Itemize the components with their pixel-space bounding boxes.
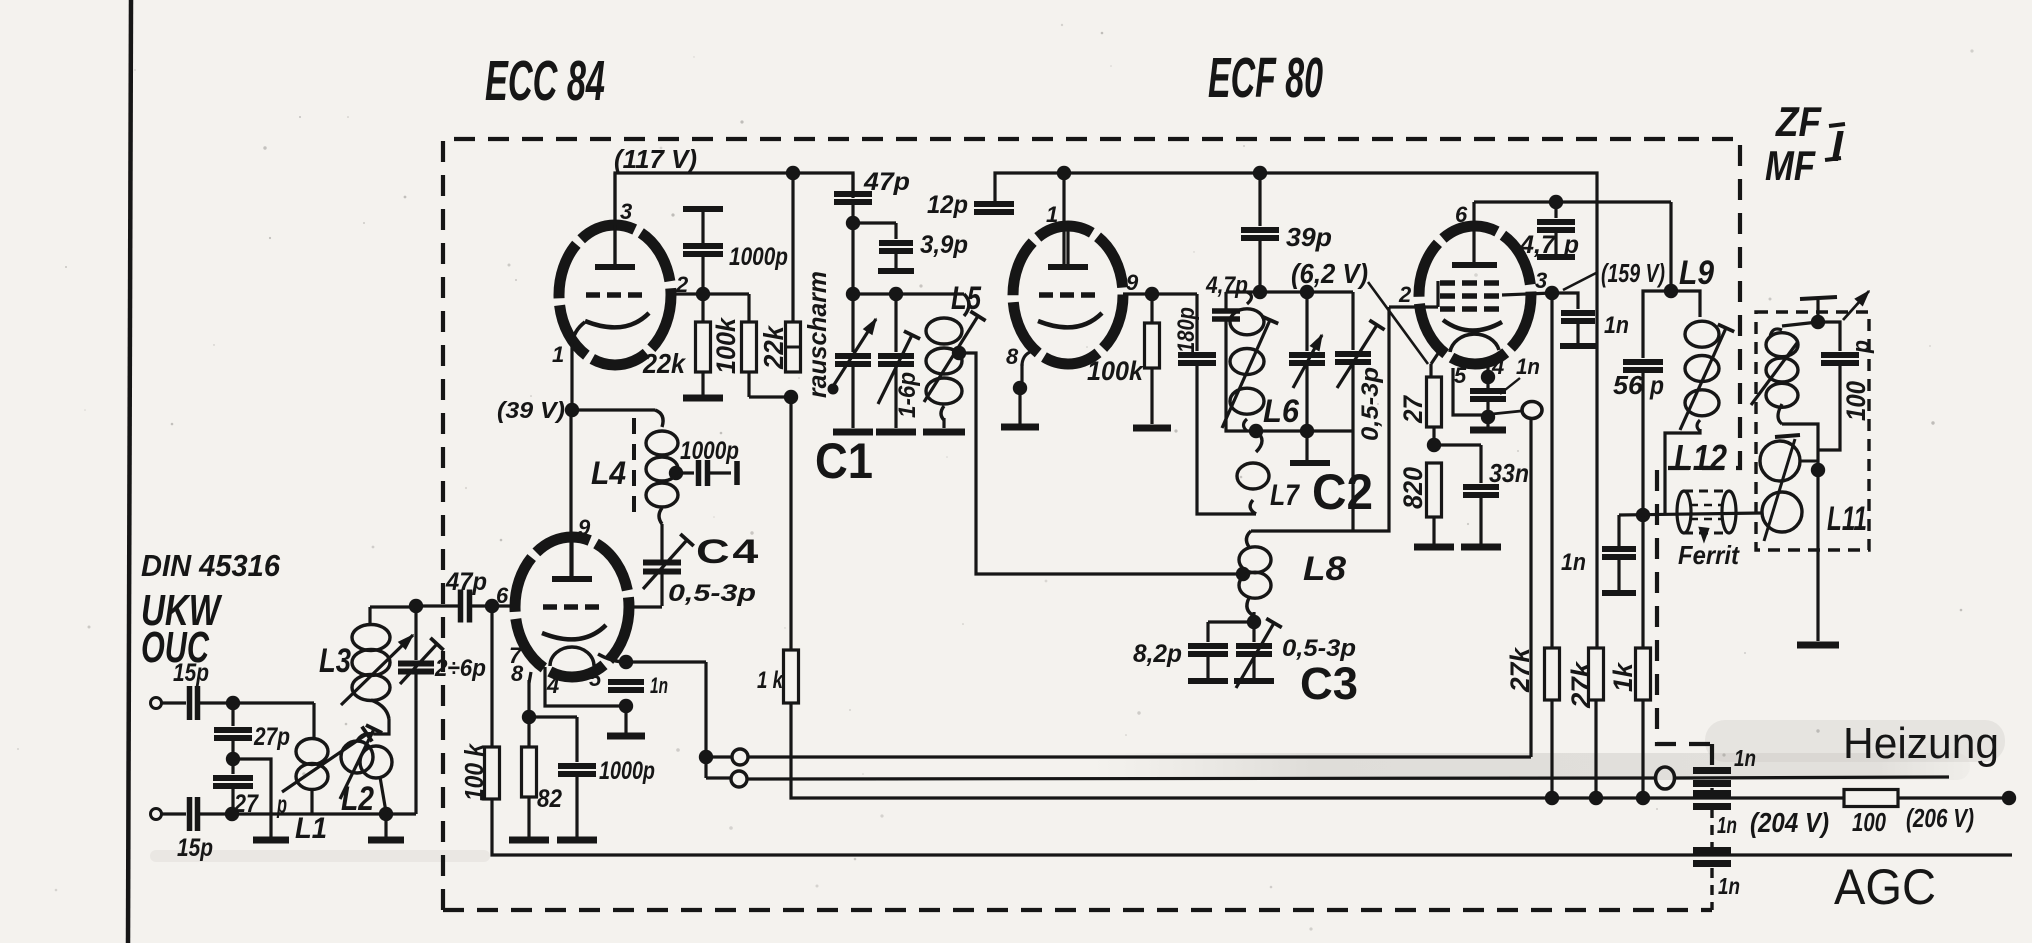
svg-text:0,5-3p: 0,5-3p: [668, 580, 756, 607]
svg-text:5: 5: [1454, 363, 1467, 388]
svg-text:1000p: 1000p: [599, 757, 655, 785]
svg-text:C4: C4: [696, 533, 761, 571]
svg-text:p: p: [1649, 370, 1664, 400]
svg-text:1n: 1n: [1717, 812, 1737, 838]
svg-text:I: I: [1831, 122, 1844, 171]
svg-text:9: 9: [1126, 270, 1139, 295]
svg-text:27k: 27k: [1566, 660, 1596, 709]
svg-text:1n: 1n: [1516, 354, 1540, 379]
svg-text:4: 4: [1491, 354, 1504, 379]
svg-text:0,5-3p: 0,5-3p: [1357, 367, 1384, 441]
svg-text:9: 9: [578, 515, 591, 540]
svg-text:4,7: 4,7: [1519, 231, 1556, 259]
svg-text:1: 1: [552, 342, 564, 367]
svg-text:L1: L1: [295, 812, 327, 845]
svg-text:180p: 180p: [1173, 307, 1200, 353]
svg-text:ECC 84: ECC 84: [485, 49, 605, 113]
svg-text:OUC: OUC: [141, 623, 210, 672]
svg-text:DIN 45316: DIN 45316: [141, 548, 281, 583]
svg-text:1n: 1n: [650, 673, 668, 698]
svg-text:C2: C2: [1312, 464, 1373, 520]
svg-text:8: 8: [1006, 344, 1019, 369]
svg-text:6: 6: [1455, 202, 1468, 227]
svg-text:(117 V): (117 V): [614, 144, 697, 174]
svg-text:27p: 27p: [253, 723, 290, 751]
svg-text:3: 3: [1535, 268, 1547, 293]
svg-text:L8: L8: [1303, 550, 1346, 588]
svg-text:15p: 15p: [173, 659, 209, 687]
svg-text:L2: L2: [341, 780, 374, 818]
svg-text:100k: 100k: [1087, 356, 1145, 386]
svg-text:100 k: 100 k: [459, 743, 489, 801]
svg-text:2: 2: [1398, 282, 1412, 307]
svg-text:1-6p: 1-6p: [894, 372, 921, 418]
svg-text:22k: 22k: [758, 325, 789, 370]
svg-text:33n: 33n: [1489, 458, 1529, 488]
svg-text:Ferrit: Ferrit: [1678, 540, 1740, 570]
svg-text:100k: 100k: [711, 316, 741, 374]
svg-text:C1: C1: [815, 433, 873, 489]
svg-text:(204 V): (204 V): [1750, 807, 1829, 838]
svg-text:ZF: ZF: [1775, 98, 1822, 145]
svg-text:39p: 39p: [1286, 222, 1332, 252]
svg-text:12p: 12p: [927, 191, 968, 219]
svg-text:L5: L5: [951, 280, 982, 316]
svg-text:C3: C3: [1300, 658, 1358, 709]
svg-text:(6,2 V): (6,2 V): [1291, 258, 1368, 289]
svg-text:L6: L6: [1263, 393, 1299, 429]
svg-text:6: 6: [496, 583, 509, 608]
svg-text:L4: L4: [591, 455, 626, 491]
svg-text:3: 3: [620, 199, 632, 224]
svg-text:820: 820: [1398, 467, 1428, 509]
svg-text:3,9p: 3,9p: [920, 231, 968, 259]
svg-text:1n: 1n: [1604, 312, 1629, 339]
svg-text:L12: L12: [1674, 437, 1727, 478]
svg-text:2÷6p: 2÷6p: [434, 655, 486, 682]
svg-text:27k: 27k: [1505, 646, 1535, 693]
svg-text:100: 100: [1841, 381, 1871, 421]
svg-text:22k: 22k: [642, 348, 686, 379]
svg-text:(39 V): (39 V): [497, 397, 565, 423]
svg-text:1000p: 1000p: [680, 437, 739, 465]
svg-text:47p: 47p: [445, 568, 487, 596]
svg-text:47p: 47p: [863, 168, 910, 196]
svg-text:L9: L9: [1679, 254, 1714, 292]
svg-text:(159 V): (159 V): [1601, 258, 1665, 288]
svg-text:L3: L3: [319, 642, 351, 680]
svg-text:5: 5: [589, 666, 602, 691]
svg-text:1n: 1n: [1718, 873, 1740, 899]
svg-text:2: 2: [675, 272, 689, 297]
svg-text:1000p: 1000p: [729, 243, 788, 271]
svg-text:8: 8: [511, 661, 524, 686]
svg-text:(206 V): (206 V): [1906, 803, 1974, 833]
svg-text:7: 7: [509, 643, 523, 668]
svg-text:p: p: [1563, 231, 1579, 259]
svg-text:15p: 15p: [177, 834, 213, 862]
svg-text:56: 56: [1613, 370, 1644, 400]
svg-text:100: 100: [1852, 807, 1886, 837]
svg-text:p: p: [276, 791, 287, 819]
svg-text:27: 27: [1398, 394, 1428, 424]
svg-text:82: 82: [537, 785, 562, 813]
svg-text:MF: MF: [1765, 142, 1816, 189]
svg-text:AGC: AGC: [1834, 859, 1936, 915]
svg-text:1n: 1n: [1561, 549, 1586, 576]
svg-text:1k: 1k: [1608, 661, 1638, 692]
svg-text:p: p: [1848, 340, 1875, 354]
svg-text:UKW: UKW: [141, 586, 223, 635]
svg-text:0,5-3p: 0,5-3p: [1282, 635, 1356, 662]
svg-text:4,7p: 4,7p: [1205, 272, 1248, 299]
svg-text:L7: L7: [1270, 479, 1300, 512]
svg-text:1 k: 1 k: [757, 667, 784, 694]
svg-text:1: 1: [1046, 202, 1058, 227]
svg-text:ECF 80: ECF 80: [1208, 46, 1323, 110]
svg-text:1n: 1n: [1734, 745, 1756, 771]
svg-text:4: 4: [546, 673, 559, 698]
svg-text:Heizung: Heizung: [1843, 719, 1999, 768]
svg-text:8,2p: 8,2p: [1133, 640, 1182, 668]
svg-text:L11: L11: [1827, 500, 1867, 538]
svg-text:rauscharm: rauscharm: [802, 271, 832, 398]
